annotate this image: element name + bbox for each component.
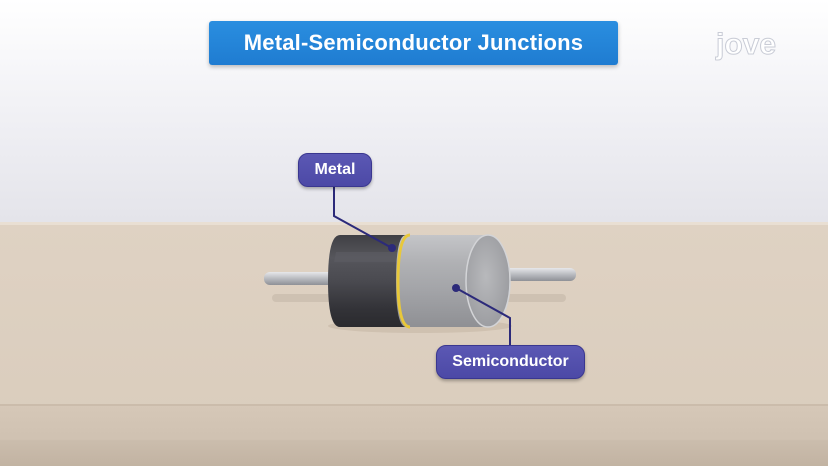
metal-highlight xyxy=(334,252,406,262)
logo-text: jove xyxy=(715,28,776,61)
semiconductor-pointer-line xyxy=(455,287,511,346)
semiconductor-pointer-dot xyxy=(452,284,460,292)
table-front-edge xyxy=(0,404,828,406)
metal-pointer-line xyxy=(333,184,393,249)
left-lead xyxy=(264,272,336,285)
semiconductor-section xyxy=(396,235,488,327)
semiconductor-end-cap xyxy=(465,234,511,328)
jove-logo: jove xyxy=(715,28,777,62)
metal-label: Metal xyxy=(298,153,372,187)
page-title: Metal-Semiconductor Junctions xyxy=(243,30,584,55)
metal-pointer-dot xyxy=(388,244,396,252)
semiconductor-label: Semiconductor xyxy=(436,345,585,379)
junction-ring xyxy=(396,233,411,329)
title-banner: Metal-Semiconductor Junctions xyxy=(209,21,618,65)
table-bottom xyxy=(0,440,828,466)
right-lead xyxy=(492,268,576,281)
table-edge xyxy=(0,222,828,225)
